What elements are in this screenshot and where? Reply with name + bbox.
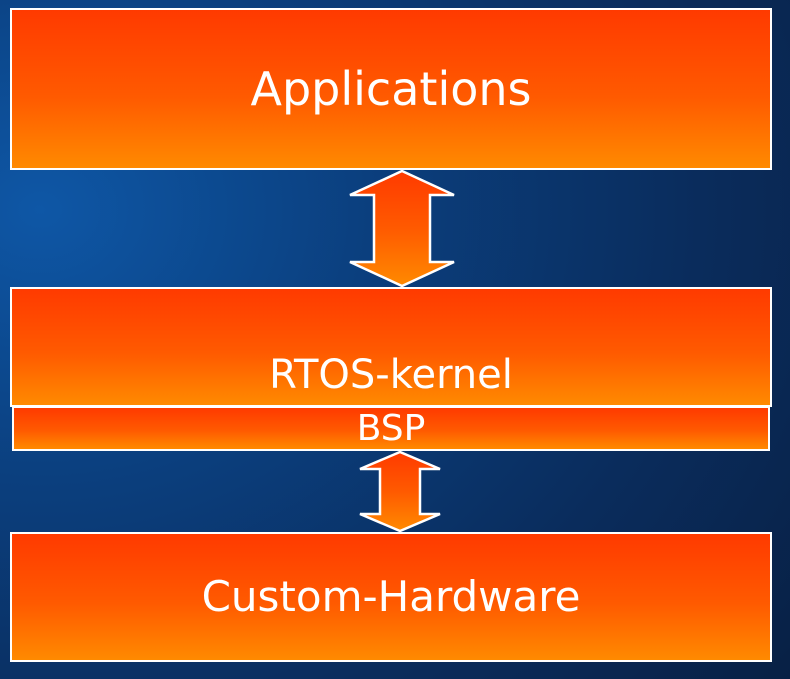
bsp-layer: BSP bbox=[12, 406, 770, 451]
applications-label: Applications bbox=[250, 62, 532, 116]
double-arrow-icon bbox=[359, 451, 441, 532]
applications-layer: Applications bbox=[10, 8, 772, 170]
bsp-label: BSP bbox=[356, 407, 426, 449]
rtos-kernel-label: RTOS-kernel bbox=[269, 352, 513, 398]
custom-hardware-layer: Custom-Hardware bbox=[10, 532, 772, 662]
rtos-kernel-layer: RTOS-kernel bbox=[10, 287, 772, 407]
double-arrow-icon bbox=[349, 170, 455, 287]
custom-hardware-label: Custom-Hardware bbox=[201, 572, 581, 621]
